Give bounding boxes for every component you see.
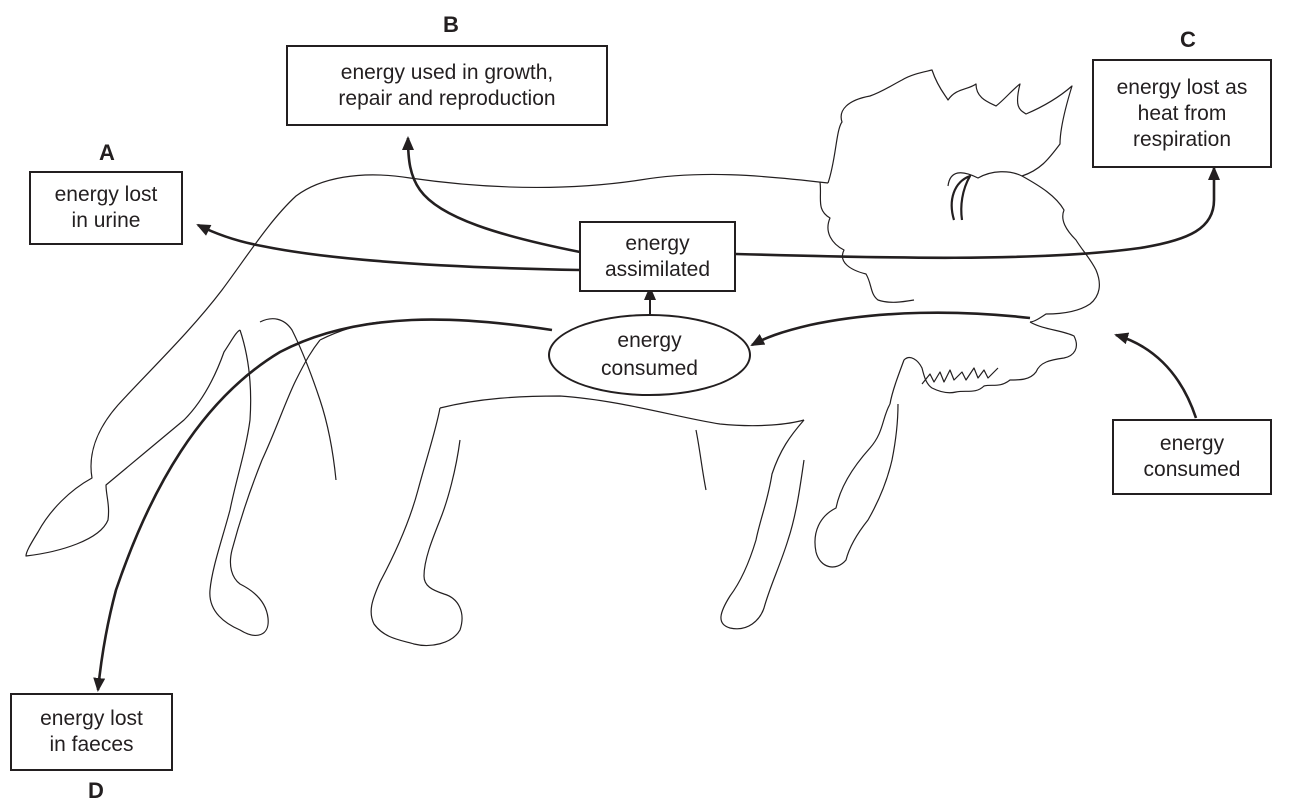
arrow-consumed-to-oval: [1114, 332, 1198, 419]
box-b-line2: repair and reproduction: [338, 86, 556, 110]
assimilated-line2: assimilated: [604, 257, 711, 281]
box-a-line2: in urine: [71, 209, 141, 232]
label-letter-b: B: [443, 12, 459, 37]
oval-energy-consumed: energy consumed: [548, 314, 751, 396]
arrow-to-A: [196, 223, 581, 272]
box-energy-lost-in-faeces: energy lost in faeces: [10, 693, 173, 771]
box-b-line1: energy used in growth,: [340, 60, 554, 84]
label-letter-c: C: [1180, 27, 1196, 52]
consumed-box-line2: consumed: [1143, 458, 1241, 481]
label-letter-a: A: [99, 140, 115, 165]
box-energy-consumed-input: energy consumed: [1112, 419, 1272, 495]
oval-line1: energy: [617, 329, 682, 352]
energy-flow-arrows: [93, 136, 1220, 692]
arrow-to-D: [93, 318, 553, 692]
oval-line2: consumed: [601, 357, 698, 380]
label-letter-d: D: [88, 778, 104, 803]
consumed-box-line1: energy: [1159, 432, 1225, 455]
assimilated-line1: energy: [625, 231, 690, 255]
box-d-line1: energy lost: [40, 707, 143, 730]
arrow-to-B: [402, 136, 581, 254]
box-c-line2: heat from: [1137, 101, 1227, 125]
arrow-to-C: [735, 166, 1220, 260]
box-energy-used-in-growth: energy used in growth, repair and reprod…: [286, 45, 608, 126]
box-energy-lost-as-heat: energy lost as heat from respiration: [1092, 59, 1272, 168]
box-energy-assimilated: energy assimilated: [579, 221, 736, 292]
arrow-lion-to-oval: [750, 311, 1031, 347]
box-c-line1: energy lost as: [1116, 75, 1248, 99]
box-d-line2: in faeces: [49, 733, 134, 756]
box-energy-lost-in-urine: energy lost in urine: [29, 171, 183, 245]
box-c-line3: respiration: [1132, 127, 1232, 151]
box-a-line1: energy lost: [54, 183, 158, 206]
